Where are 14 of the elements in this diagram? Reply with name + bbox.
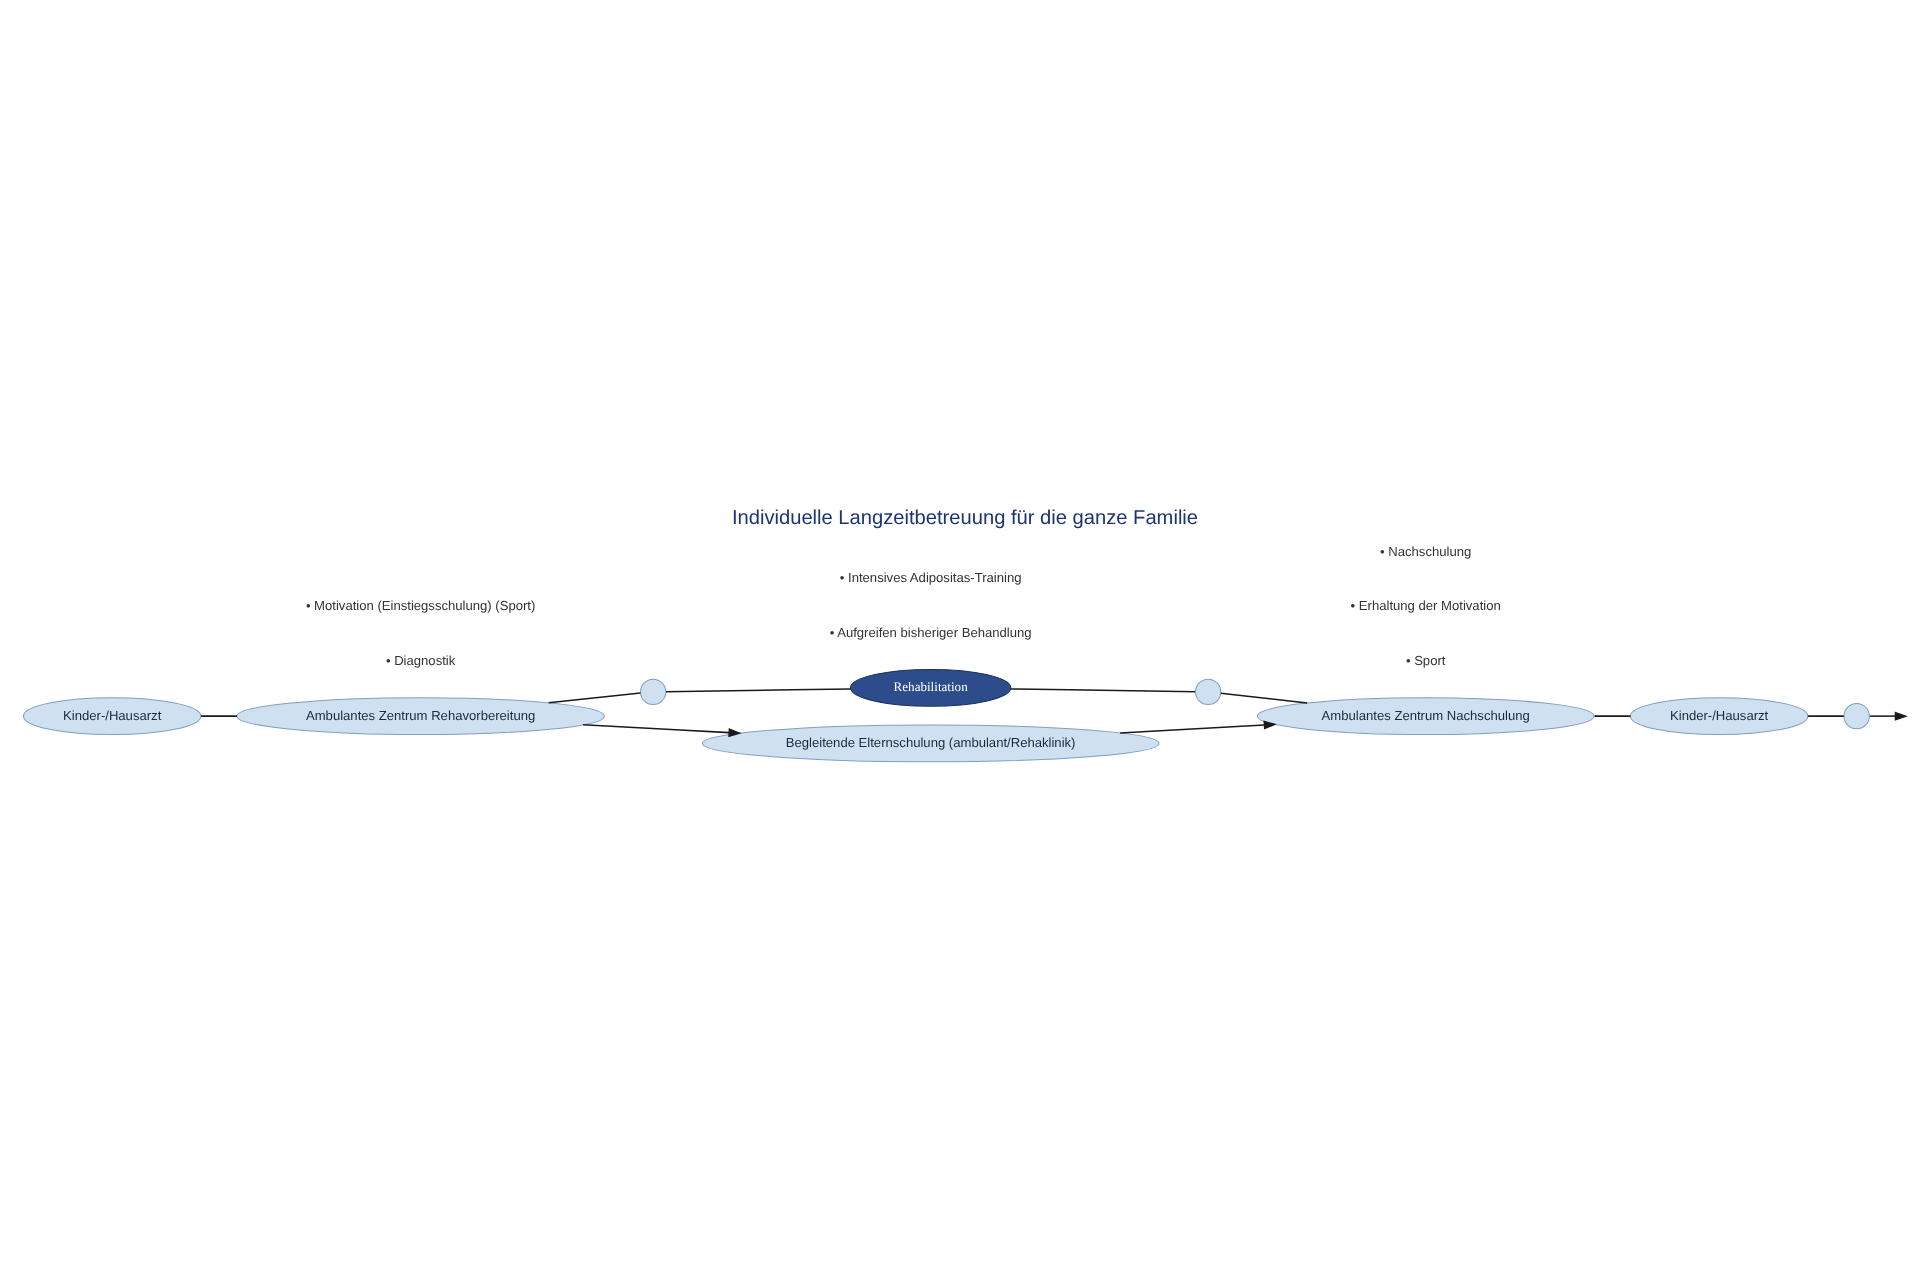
arrow	[1119, 719, 1277, 733]
node-circle	[640, 677, 667, 704]
arrow	[1869, 710, 1908, 720]
connector	[200, 714, 238, 716]
node-circle	[1195, 677, 1222, 704]
connector	[1009, 687, 1196, 692]
connector	[1593, 714, 1632, 716]
diagram-title: Individuelle Langzeitbetreuung für die ganze Familie	[731, 507, 1199, 530]
connector	[1807, 714, 1845, 716]
arrow	[582, 723, 742, 737]
node-circle	[1843, 702, 1870, 729]
connector	[1220, 691, 1308, 703]
connector	[665, 687, 852, 692]
connector	[547, 691, 642, 703]
